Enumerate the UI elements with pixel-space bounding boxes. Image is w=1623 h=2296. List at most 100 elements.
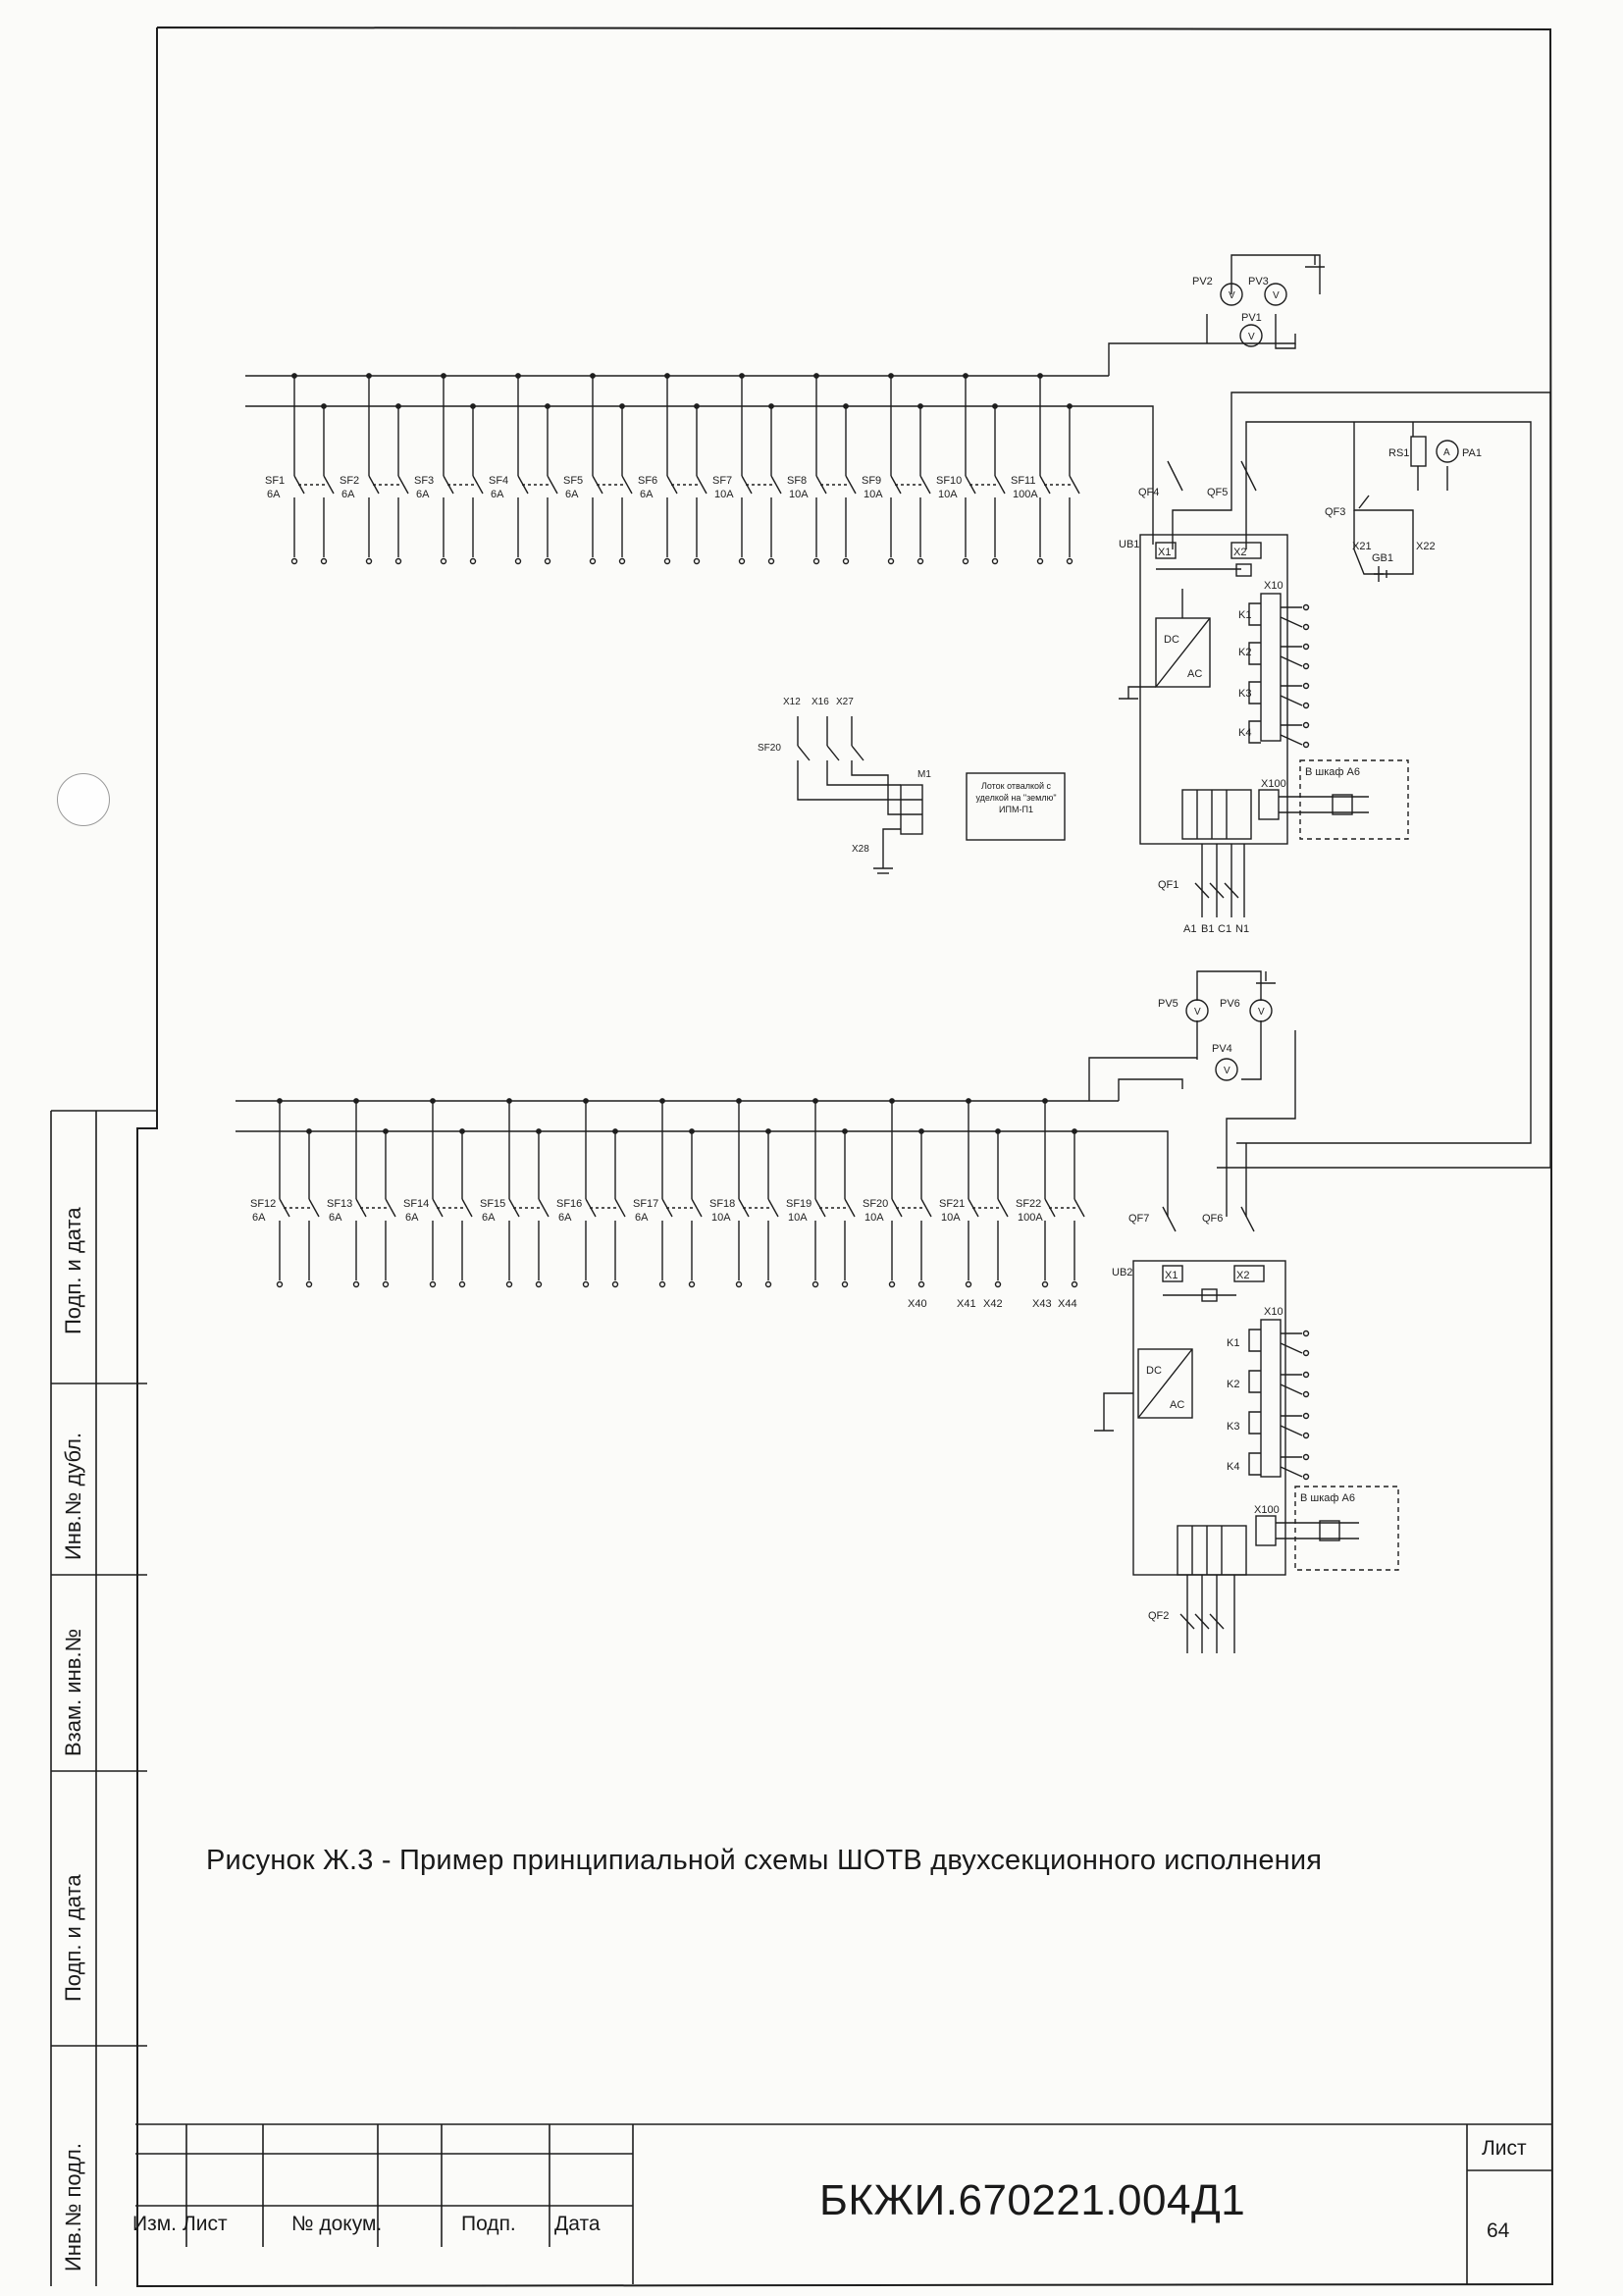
- m1-module: [900, 784, 923, 835]
- pv4-voltmeter: [1215, 1058, 1238, 1081]
- pa1-ammeter: [1436, 440, 1459, 463]
- ub2-converter: [1137, 1348, 1193, 1419]
- spd-x28: X28: [852, 844, 869, 855]
- pv1-label: PV1: [1241, 312, 1262, 324]
- tb-dokum: № докум.: [291, 2213, 383, 2235]
- qf7-label: QF7: [1128, 1213, 1149, 1225]
- ub1-relay-k1: K1: [1238, 609, 1251, 621]
- pv2-label: PV2: [1192, 276, 1213, 287]
- pv3-label: PV3: [1248, 276, 1269, 287]
- upper-breaker-sf5: [589, 373, 633, 565]
- tb-podp: Подп.: [461, 2213, 516, 2235]
- ub2-relay-k2: K2: [1227, 1379, 1239, 1390]
- qf4-label: QF4: [1138, 487, 1159, 498]
- svg-text:V: V: [1224, 1066, 1230, 1076]
- qf3-label: QF3: [1325, 506, 1345, 518]
- pv5-voltmeter: [1185, 999, 1209, 1022]
- upper-breaker-rating-sf4: 6А: [491, 489, 504, 500]
- ub1-relay-contact-1: [1248, 602, 1310, 631]
- lower-breaker-id-sf18: SF18: [709, 1198, 735, 1210]
- lower-breaker-id-sf17: SF17: [633, 1198, 658, 1210]
- ub1-block: [1139, 534, 1288, 845]
- ub2-relay-contact-1: [1248, 1329, 1310, 1357]
- ub2-relay-k1: K1: [1227, 1337, 1239, 1349]
- svg-text:A: A: [1443, 447, 1450, 458]
- pa1-label: PA1: [1462, 447, 1482, 459]
- lower-breaker-rating-sf17: 6А: [635, 1212, 649, 1224]
- spd-x16: X16: [812, 697, 829, 707]
- lower-breaker-sf14: [429, 1098, 473, 1288]
- upper-breaker-id-sf2: SF2: [340, 475, 359, 487]
- sidebar-podp-data-bottom: Подп. и дата: [61, 1874, 85, 2002]
- upper-breaker-id-sf4: SF4: [489, 475, 508, 487]
- upper-breaker-rating-sf1: 6А: [267, 489, 281, 500]
- ub1-remote-label: В шкаф А6: [1305, 766, 1360, 778]
- lower-breaker-rating-sf12: 6А: [252, 1212, 266, 1224]
- upper-breaker-sf6: [663, 373, 707, 565]
- ub2-relay-contact-3: [1248, 1411, 1310, 1439]
- spd-m1: М1: [917, 769, 931, 780]
- lower-breaker-rating-sf19: 10А: [788, 1212, 808, 1224]
- ub1-relay-contact-3: [1248, 681, 1310, 709]
- lower-breaker-id-sf15: SF15: [480, 1198, 505, 1210]
- upper-breaker-sf3: [440, 373, 484, 565]
- upper-breaker-rating-sf2: 6А: [341, 489, 355, 500]
- ub2-x2-label: X2: [1236, 1270, 1249, 1281]
- upper-breaker-id-sf3: SF3: [414, 475, 434, 487]
- upper-breaker-rating-sf7: 10А: [714, 489, 734, 500]
- svg-text:V: V: [1248, 332, 1255, 342]
- lower-breaker-sf18: [735, 1098, 779, 1288]
- lower-breaker-id-sf22: SF22: [1016, 1198, 1041, 1210]
- ub2-x100-label: X100: [1254, 1504, 1280, 1516]
- lower-breaker-rating-sf21: 10А: [941, 1212, 961, 1224]
- output-x41: X41: [957, 1298, 976, 1310]
- lower-breaker-rating-sf15: 6А: [482, 1212, 496, 1224]
- gb1-label: GB1: [1372, 552, 1393, 564]
- lower-breaker-rating-sf16: 6А: [558, 1212, 572, 1224]
- punch-hole: [57, 773, 110, 826]
- upper-breaker-sf1: [290, 373, 335, 565]
- upper-breaker-rating-sf10: 10А: [938, 489, 958, 500]
- phase-n1: N1: [1235, 923, 1249, 935]
- lower-breaker-id-sf19: SF19: [786, 1198, 812, 1210]
- lower-breaker-sf20: [888, 1098, 932, 1288]
- ub1-relay-contact-2: [1248, 642, 1310, 670]
- ub2-x10-label: X10: [1264, 1306, 1283, 1318]
- spd-info-box: [966, 772, 1066, 841]
- ub1-x10-label: X10: [1264, 580, 1283, 592]
- phase-b1: B1: [1201, 923, 1214, 935]
- upper-breaker-id-sf8: SF8: [787, 475, 807, 487]
- pv2-voltmeter: [1220, 283, 1243, 306]
- lower-breaker-id-sf13: SF13: [327, 1198, 352, 1210]
- upper-breaker-id-sf6: SF6: [638, 475, 657, 487]
- upper-breaker-rating-sf5: 6А: [565, 489, 579, 500]
- ub1-x1-label: X1: [1158, 547, 1171, 558]
- upper-breaker-id-sf11: SF11: [1011, 475, 1035, 487]
- lower-breaker-id-sf16: SF16: [556, 1198, 582, 1210]
- upper-breaker-sf8: [812, 373, 857, 565]
- qf2-label: QF2: [1148, 1610, 1169, 1622]
- ub1-relay-contact-4: [1248, 720, 1310, 749]
- svg-text:V: V: [1258, 1007, 1265, 1018]
- upper-breaker-sf4: [514, 373, 558, 565]
- upper-breaker-sf11: [1036, 373, 1080, 565]
- ub2-x1-label: X1: [1165, 1270, 1178, 1281]
- tb-data: Дата: [554, 2213, 601, 2235]
- lower-breaker-id-sf20: SF20: [863, 1198, 888, 1210]
- upper-breaker-id-sf7: SF7: [712, 475, 732, 487]
- ub1-remote-box: [1299, 759, 1409, 840]
- pv6-label: PV6: [1220, 998, 1240, 1010]
- output-x40: X40: [908, 1298, 927, 1310]
- ub2-relay-k4: K4: [1227, 1461, 1239, 1473]
- ub2-remote-label: В шкаф А6: [1300, 1492, 1355, 1504]
- upper-breaker-rating-sf9: 10А: [864, 489, 883, 500]
- ub1-relay-k3: K3: [1238, 688, 1251, 700]
- lower-breaker-id-sf21: SF21: [939, 1198, 965, 1210]
- figure-caption: Рисунок Ж.3 - Пример принципиальной схем…: [206, 1845, 1323, 1876]
- lower-breaker-rating-sf13: 6А: [329, 1212, 342, 1224]
- upper-breaker-sf2: [365, 373, 409, 565]
- svg-text:V: V: [1194, 1007, 1201, 1018]
- output-x42: X42: [983, 1298, 1003, 1310]
- lower-breaker-id-sf12: SF12: [250, 1198, 276, 1210]
